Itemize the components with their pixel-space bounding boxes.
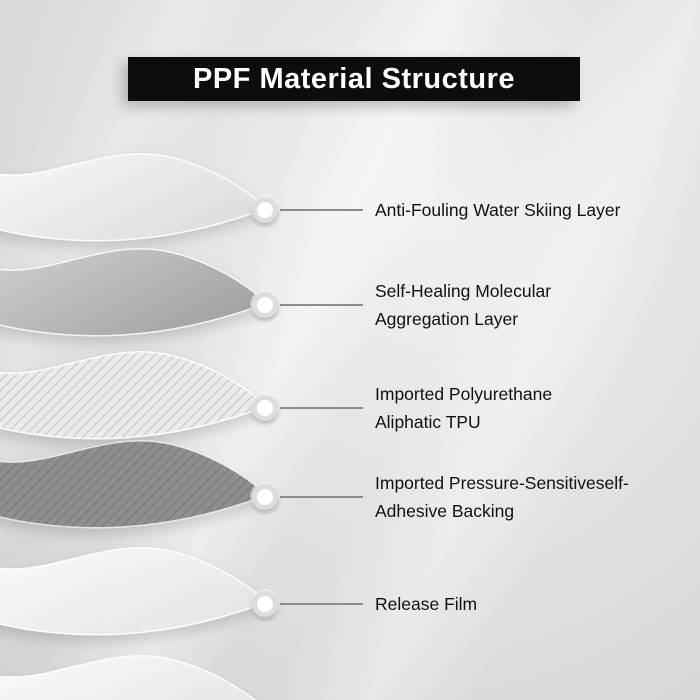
layer-anti-fouling: Anti-Fouling Water Skiing Layer — [0, 138, 700, 282]
callout-line — [280, 304, 363, 306]
callout-line — [280, 496, 363, 498]
label-line1: Imported Polyurethane — [375, 384, 553, 404]
label-line1: Self-Healing Molecular — [375, 281, 552, 301]
label-line1: Imported Pressure-Sensitiveself- — [375, 473, 629, 493]
callout-dot — [252, 591, 278, 617]
label-line1: Release Film — [375, 594, 478, 614]
page-title: PPF Material Structure — [192, 62, 516, 95]
callout-dot — [252, 292, 278, 318]
label-line2: Aliphatic TPU — [375, 412, 481, 432]
title-banner: PPF Material Structure — [128, 57, 580, 101]
decorative-bottom-swoosh — [0, 655, 257, 700]
callout-line — [280, 407, 363, 409]
layer-self-healing: Self-Healing Molecular Aggregation Layer — [0, 233, 700, 377]
layer-adhesive: Imported Pressure-Sensitiveself- Adhesiv… — [0, 425, 700, 569]
callout-dot — [252, 197, 278, 223]
label-line1: Anti-Fouling Water Skiing Layer — [375, 200, 621, 220]
callout-dot — [252, 395, 278, 421]
layer-label: Self-Healing Molecular Aggregation Layer — [375, 233, 551, 377]
label-line2: Aggregation Layer — [375, 309, 519, 329]
layer-label: Anti-Fouling Water Skiing Layer — [375, 138, 620, 282]
layer-label: Release Film — [375, 532, 477, 676]
layer-label: Imported Pressure-Sensitiveself- Adhesiv… — [375, 425, 629, 569]
callout-dot — [252, 484, 278, 510]
layer-release-film: Release Film — [0, 532, 700, 676]
layer-label: Imported Polyurethane Aliphatic TPU — [375, 336, 552, 480]
layer-tpu: Imported Polyurethane Aliphatic TPU — [0, 336, 700, 480]
callout-line — [280, 209, 363, 211]
callout-line — [280, 603, 363, 605]
label-line2: Adhesive Backing — [375, 501, 515, 521]
